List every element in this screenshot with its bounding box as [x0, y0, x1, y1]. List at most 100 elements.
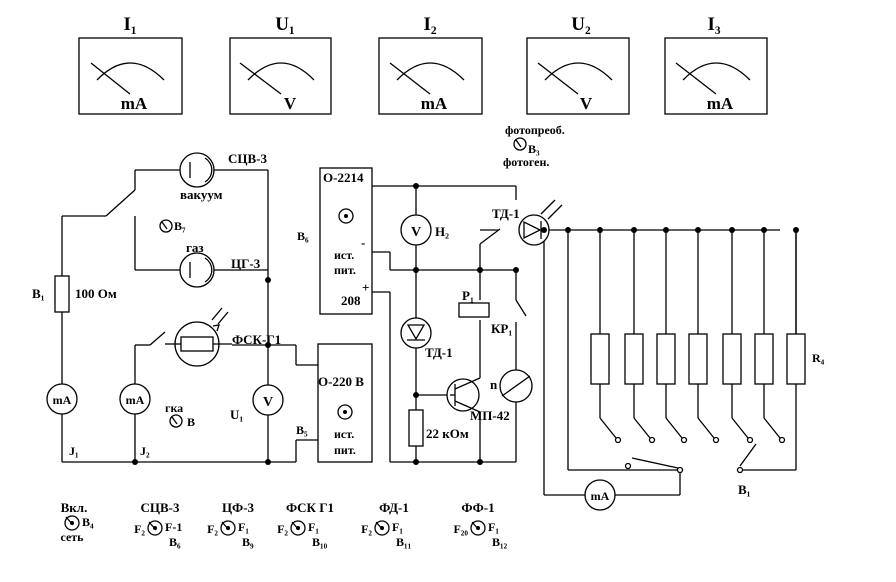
label-fotogen: фотоген. — [503, 155, 549, 169]
bank-resistor — [656, 227, 688, 444]
meter-i2-title: I₂ — [423, 14, 436, 35]
label-b1-left: В₁ — [32, 286, 45, 301]
switch-right-label: F-1 — [165, 520, 182, 534]
switch-title: ФД-1 — [379, 500, 409, 515]
label-ma1: mA — [53, 393, 72, 407]
ammeter-j1: mA — [46, 383, 78, 415]
meter-u1-needle — [239, 62, 282, 95]
selector-contact — [676, 466, 684, 474]
label-b6: В₆ — [297, 229, 309, 243]
switch-gka-knob-icon — [169, 414, 183, 428]
meter-i1-unit: mA — [121, 94, 148, 113]
switch-right-label: F₁ — [488, 520, 499, 534]
meter-i3: I₃ mA — [664, 14, 768, 115]
label-j1: J₁ — [69, 444, 79, 458]
bank-resistor — [688, 227, 720, 444]
meter-i3-needle — [675, 62, 717, 95]
lamp-n: n — [490, 369, 533, 403]
meter-u2: U₂ V — [526, 14, 630, 115]
meter-i3-unit: mA — [707, 94, 734, 113]
switch-left-label: F₂ — [134, 522, 145, 536]
switch-b7[interactable]: В₇ — [159, 219, 186, 233]
resistor-bank-elements — [541, 227, 806, 474]
switch-bottom-label: В₁₂ — [492, 535, 508, 549]
switch-left-label: F₂ — [207, 522, 218, 536]
label-plus: + — [362, 280, 369, 295]
label-mp42: МП-42 — [470, 408, 510, 423]
switch-bottom-label: В₁₁ — [396, 535, 412, 549]
meter-i1: I₁ mA — [78, 14, 183, 115]
label-fsk: ФСК-Г1 — [232, 332, 281, 347]
switch-left-label: F₂ — [361, 522, 372, 536]
label-u1: U₁ — [230, 407, 243, 422]
selector-lever — [631, 457, 679, 469]
bank-resistor — [754, 227, 786, 444]
meter-i1-title: I₁ — [123, 14, 136, 35]
diode-td1-mid: ТД-1 — [400, 317, 453, 360]
label-td1-mid: ТД-1 — [425, 345, 453, 360]
switch-b3-knob-icon — [513, 137, 527, 151]
label-j2: J₂ — [140, 444, 150, 458]
meter-u2-title: U₂ — [571, 14, 591, 35]
selector-contact — [736, 466, 744, 474]
meter-u1-unit: V — [284, 94, 297, 113]
photodiode-td1-top: ТД-1 — [492, 199, 563, 246]
label-vm-h: V — [411, 225, 421, 240]
phototube-cg3: газ ЦГ-3 — [179, 240, 261, 288]
switch-right-label: F₁ — [308, 520, 319, 534]
switch-bottom-label: В₉ — [242, 535, 254, 549]
switch-b3-lever — [515, 139, 522, 148]
switch-gka[interactable]: гка В — [165, 401, 195, 429]
switch-title: ЦФ-3 — [222, 500, 255, 515]
switch-bottom-label: В₆ — [169, 535, 181, 549]
label-fotopreob: фотопреоб. — [505, 123, 565, 137]
relay-contact-kp1 — [515, 299, 527, 317]
label-gka: гка — [165, 401, 183, 415]
bank-resistor — [786, 227, 806, 385]
switch-right-label: В₄ — [82, 515, 94, 529]
label-o220: О-220 В — [318, 374, 364, 389]
meter-u2-face — [526, 37, 630, 115]
switch-b7-knob-icon — [159, 219, 173, 233]
label-cg3: ЦГ-3 — [231, 256, 261, 271]
ammeter-bottom: mA — [584, 479, 616, 511]
meter-i3-title: I₃ — [707, 14, 720, 35]
switch-title: ФФ-1 — [461, 500, 494, 515]
resistor-100ohm: В₁ 100 Ом — [32, 275, 117, 313]
label-vakuum: вакуум — [180, 187, 223, 202]
switch-bottom-label: В₁₀ — [312, 535, 328, 549]
middle-circuit — [372, 185, 780, 496]
meter-i2-unit: mA — [421, 94, 448, 113]
bank-resistor — [722, 227, 754, 444]
label-208: 208 — [341, 293, 361, 308]
label-v1: V — [263, 395, 273, 410]
meter-i1-scale — [96, 62, 165, 81]
voltmeter-h2: V Н₂ — [400, 214, 449, 246]
label-b1-right: В₁ — [738, 482, 751, 497]
meter-i2: I₂ mA — [378, 14, 483, 115]
switch-bottom-label: сеть — [60, 530, 84, 544]
label-gaz: газ — [186, 240, 204, 255]
fsk-switch — [149, 331, 166, 346]
label-minus: - — [361, 235, 365, 250]
label-n: n — [490, 377, 498, 392]
meter-u1: U₁ V — [229, 14, 332, 115]
ammeter-j2: mA — [119, 383, 151, 415]
label-ist-pit-bot-2: пит. — [334, 443, 356, 457]
tube-selector-switch — [105, 189, 136, 217]
selector-lever — [739, 443, 757, 467]
meter-u1-face — [229, 37, 332, 115]
power-supply-o2214: О-2214 В₆ - ист. пит. + 208 — [297, 167, 373, 315]
switch-b3[interactable]: фотопреоб. В₃ фотоген. — [503, 123, 565, 169]
phototube-scv3: СЦВ-3 вакуум — [179, 151, 268, 202]
label-ist-pit-top-1: ист. — [334, 248, 354, 262]
meter-u2-needle — [537, 62, 579, 95]
label-h2: Н₂ — [435, 224, 449, 239]
